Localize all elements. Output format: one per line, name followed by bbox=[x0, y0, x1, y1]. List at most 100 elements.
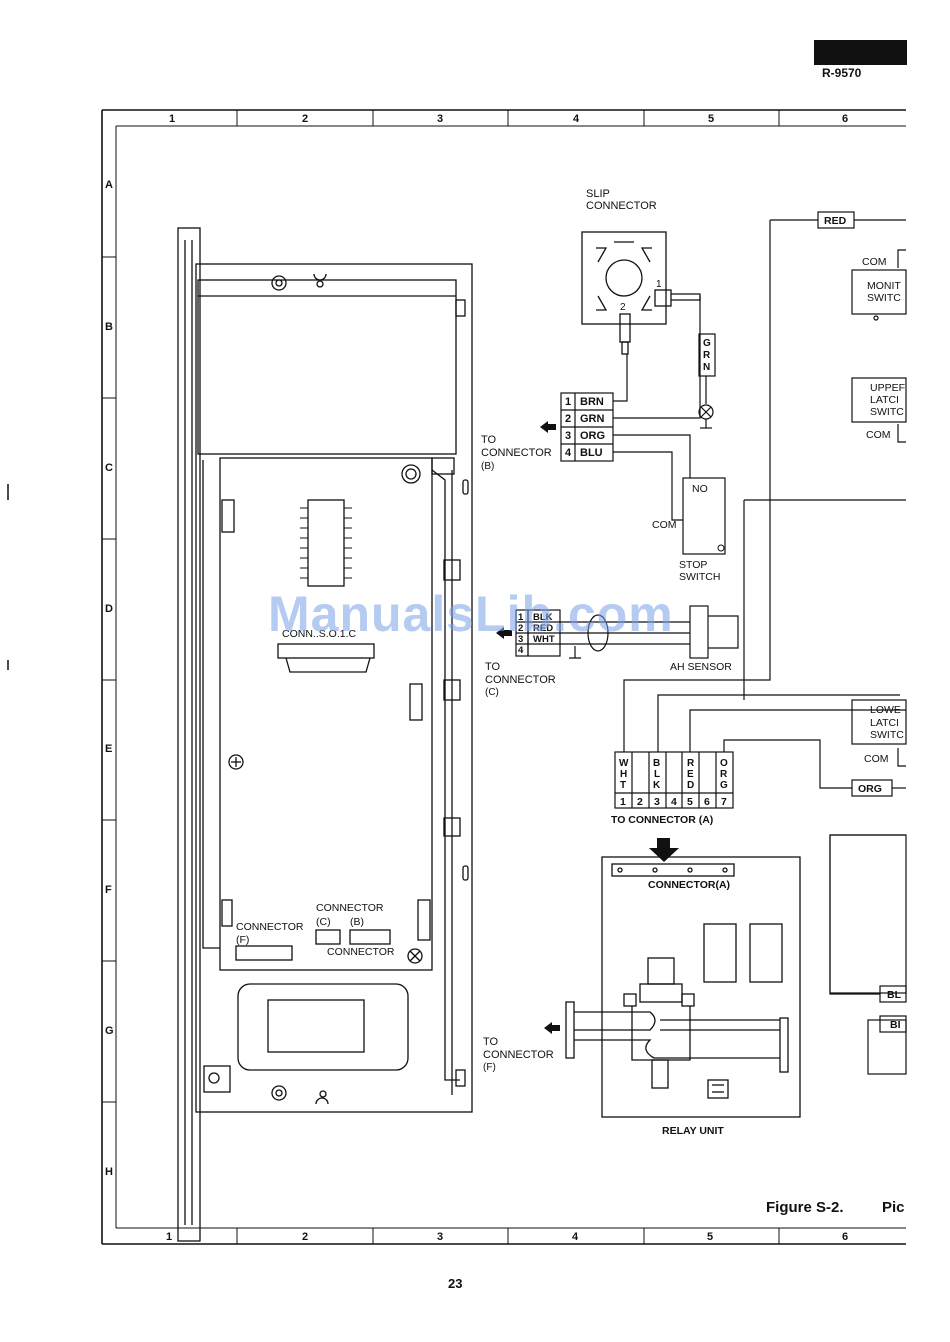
bi-label: BI bbox=[890, 1019, 901, 1031]
ah-num: 2 bbox=[518, 623, 523, 634]
conn-a-letter: R bbox=[720, 769, 728, 780]
col-label: 4 bbox=[573, 113, 580, 125]
col-label: 3 bbox=[437, 1231, 443, 1243]
ah-num: 3 bbox=[518, 634, 523, 645]
to-connector-a-label: TO CONNECTOR (A) bbox=[611, 814, 713, 826]
to-conn-c-1: TO bbox=[485, 661, 501, 673]
slip-title-1: SLIP bbox=[586, 188, 610, 200]
conn-a-letter: H bbox=[620, 769, 627, 780]
row-label: F bbox=[105, 884, 112, 896]
model-number: R-9570 bbox=[822, 66, 862, 80]
ah-num: 4 bbox=[518, 645, 524, 656]
connector-f-sub: (F) bbox=[236, 934, 249, 946]
arrow-left-icon bbox=[496, 627, 512, 639]
upper-line2: LATCI bbox=[870, 394, 899, 406]
col-label: 2 bbox=[302, 1231, 308, 1243]
ah-color: RED bbox=[533, 623, 553, 634]
row-label: H bbox=[105, 1166, 113, 1178]
col-label: 1 bbox=[166, 1231, 172, 1243]
col-label: 6 bbox=[842, 1231, 848, 1243]
conn-a-letter: T bbox=[620, 780, 626, 791]
monitor-line1: MONIT bbox=[867, 280, 901, 292]
ah-num: 1 bbox=[518, 612, 524, 623]
row-label: D bbox=[105, 603, 113, 615]
conn-b-color: BLU bbox=[580, 447, 603, 459]
conn-a-letter: O bbox=[720, 758, 728, 769]
row-label: E bbox=[105, 743, 112, 755]
wires-slip bbox=[613, 296, 707, 521]
conn-b-num: 1 bbox=[565, 396, 571, 408]
connector-bottom-label: CONNECTOR bbox=[327, 946, 395, 958]
stop-com: COM bbox=[652, 519, 677, 531]
conn-a-pin: 6 bbox=[704, 796, 710, 808]
slip-title-2: CONNECTOR bbox=[586, 200, 657, 212]
stop-switch: NO COM STOP SWITCH bbox=[652, 477, 726, 583]
lower-line3: SWITC bbox=[870, 729, 904, 741]
lower-line2: LATCI bbox=[870, 717, 899, 729]
conn-a-letter: R bbox=[687, 758, 695, 769]
conn-a-letter: E bbox=[687, 769, 694, 780]
conn-a-pin: 1 bbox=[620, 796, 626, 808]
arrow-left-icon bbox=[540, 421, 556, 433]
stop-label-2: SWITCH bbox=[679, 571, 720, 583]
slip-pin-2: 2 bbox=[620, 302, 626, 313]
connector-b-sub: (B) bbox=[350, 916, 364, 928]
upper-line1: UPPEF bbox=[870, 382, 905, 394]
grn-letter: R bbox=[703, 350, 711, 361]
connector-c-label: CONNECTOR bbox=[316, 902, 384, 914]
to-conn-b-1: TO bbox=[481, 434, 497, 446]
conn-b-num: 2 bbox=[565, 413, 571, 425]
conn-a-pin: 7 bbox=[721, 796, 727, 808]
upper-com: COM bbox=[866, 429, 891, 441]
arrow-down-icon bbox=[649, 838, 679, 862]
lower-line1: LOWE bbox=[870, 704, 901, 716]
conn-a-letter: G bbox=[720, 780, 728, 791]
relay-connector-label: CONNECTOR(A) bbox=[648, 879, 730, 891]
figure-number: Figure S-2. bbox=[766, 1199, 844, 1216]
ground-lamp-icon bbox=[698, 404, 714, 429]
conn-b-num: 4 bbox=[565, 447, 572, 459]
lower-com: COM bbox=[864, 753, 889, 765]
conn-label: CONN..S.O.1.C bbox=[282, 628, 357, 640]
connector-a: W H T B L K R E D O R G 1 2 3 4 5 6 7 TO… bbox=[611, 751, 734, 862]
conn-b-num: 3 bbox=[565, 430, 571, 442]
conn-a-pin: 2 bbox=[637, 796, 643, 808]
slip-connector: SLIP CONNECTOR 1 2 bbox=[581, 188, 701, 355]
row-label: A bbox=[105, 179, 113, 191]
control-panel bbox=[177, 227, 473, 1242]
col-label: 1 bbox=[169, 113, 175, 125]
conn-b-color: BRN bbox=[580, 396, 604, 408]
monitor-line2: SWITC bbox=[867, 292, 901, 304]
ah-color: BLK bbox=[533, 612, 553, 623]
grn-letter: G bbox=[703, 338, 711, 349]
figure-caption: Figure S-2. Pic bbox=[766, 1199, 905, 1216]
stop-no: NO bbox=[692, 483, 708, 495]
col-label: 2 bbox=[302, 113, 308, 125]
to-conn-b-3: (B) bbox=[481, 461, 494, 472]
to-conn-f-1: TO bbox=[483, 1036, 499, 1048]
red-wire-label: RED bbox=[824, 215, 847, 227]
conn-a-pin: 5 bbox=[687, 796, 693, 808]
upper-line3: SWITC bbox=[870, 406, 904, 418]
conn-a-pin: 3 bbox=[654, 796, 660, 808]
conn-a-letter: K bbox=[653, 780, 661, 791]
column-labels-top: 1 2 3 4 5 6 bbox=[169, 113, 848, 125]
to-conn-f-2: CONNECTOR bbox=[483, 1049, 554, 1061]
watermark: ManualsLib.com bbox=[268, 586, 674, 642]
conn-a-letter: D bbox=[687, 780, 694, 791]
slip-pin-1: 1 bbox=[656, 279, 662, 290]
frame bbox=[101, 109, 906, 1245]
grn-letter: N bbox=[703, 362, 710, 373]
conn-a-pin: 4 bbox=[671, 796, 677, 808]
ah-sensor-label: AH SENSOR bbox=[670, 661, 732, 673]
ah-color: WHT bbox=[533, 634, 555, 645]
conn-a-letter: W bbox=[619, 758, 629, 769]
header-black-bar bbox=[814, 40, 907, 65]
row-labels: A B C D E F G H bbox=[105, 179, 114, 1178]
connector-f-label: CONNECTOR bbox=[236, 921, 304, 933]
arrow-left-icon bbox=[544, 1022, 560, 1034]
column-labels-bottom: 1 2 3 4 5 6 bbox=[166, 1231, 848, 1243]
monitor-com: COM bbox=[862, 256, 887, 268]
to-conn-c-3: (C) bbox=[485, 687, 499, 698]
